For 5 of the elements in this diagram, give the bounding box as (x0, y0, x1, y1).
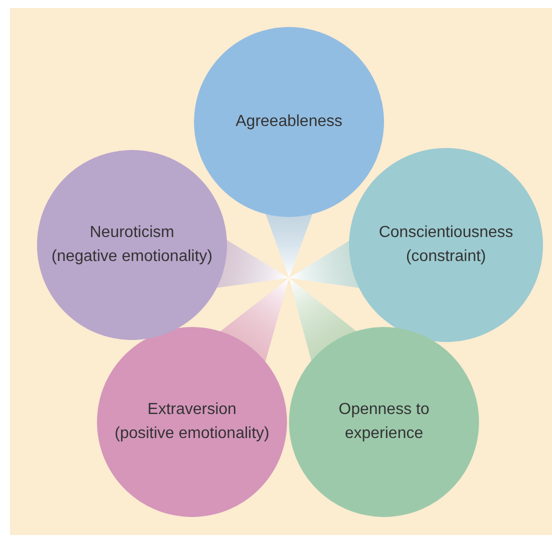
trait-label: Neuroticism (negative emotionality) (52, 223, 212, 267)
trait-label: Openness to experience (338, 400, 430, 444)
trait-label: Conscientiousness (constraint) (378, 223, 514, 267)
trait-label: Agreeableness (236, 112, 342, 132)
trait-label: Extraversion (positive emotionality) (114, 400, 270, 444)
